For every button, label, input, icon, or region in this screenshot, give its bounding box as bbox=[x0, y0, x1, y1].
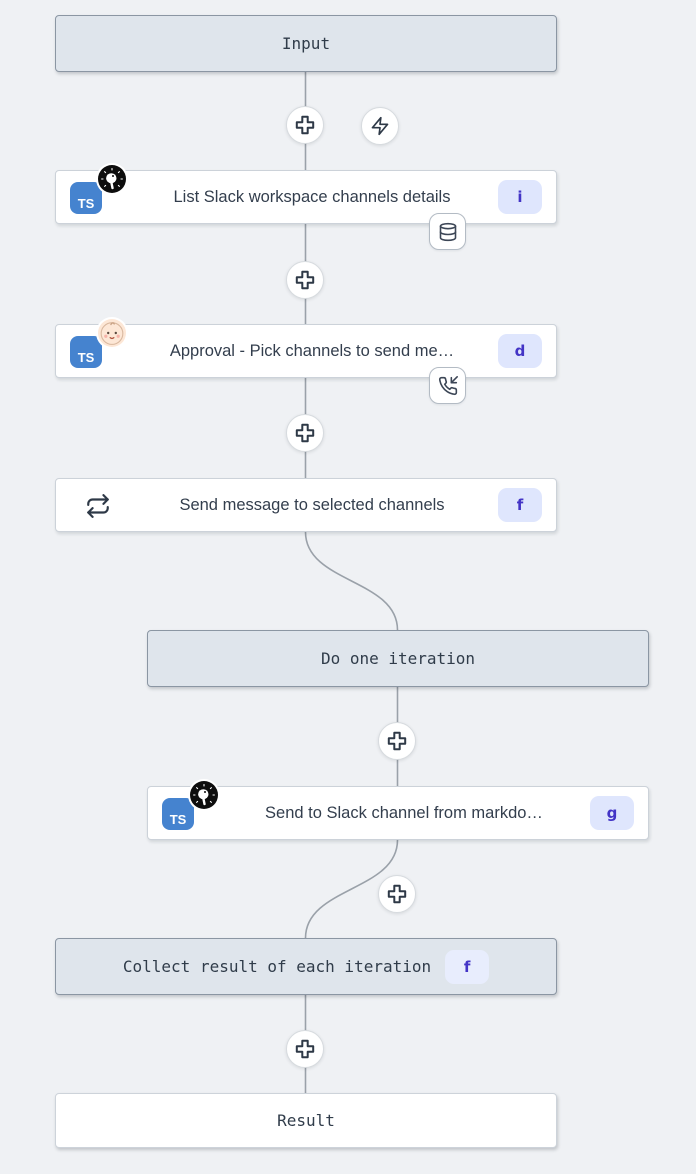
insert-step-button[interactable] bbox=[286, 1030, 324, 1068]
typescript-icon: TS bbox=[162, 798, 194, 830]
plus-icon bbox=[295, 1039, 315, 1059]
plus-icon bbox=[295, 423, 315, 443]
module-icon-cluster: TS bbox=[70, 165, 126, 223]
module-label: Approval - Pick channels to send me… bbox=[169, 341, 455, 360]
typescript-icon: TS bbox=[70, 336, 102, 368]
suspend-indicator bbox=[429, 367, 466, 404]
insert-step-button[interactable] bbox=[286, 414, 324, 452]
baby-face-icon bbox=[98, 319, 126, 347]
module-badge: g bbox=[590, 796, 634, 830]
typescript-icon-label: TS bbox=[169, 812, 187, 827]
database-icon bbox=[439, 222, 456, 241]
insert-step-button[interactable] bbox=[378, 875, 416, 913]
collect-node[interactable]: Collect result of each iteration f bbox=[55, 938, 557, 995]
module-label: Send to Slack channel from markdo… bbox=[265, 803, 543, 822]
module-badge: d bbox=[498, 334, 542, 368]
plus-icon bbox=[295, 115, 315, 135]
insert-step-button[interactable] bbox=[286, 261, 324, 299]
collect-node-label: Collect result of each iteration bbox=[122, 957, 432, 976]
input-node-label: Input bbox=[281, 34, 331, 53]
module-node-send-to-slack[interactable]: TS Send to Slack channel from mark bbox=[147, 781, 649, 840]
edge bbox=[304, 839, 399, 939]
typescript-icon: TS bbox=[70, 182, 102, 214]
deno-logo-icon bbox=[98, 165, 126, 193]
input-node[interactable]: Input bbox=[55, 15, 557, 72]
module-badge: f bbox=[445, 949, 490, 984]
insert-step-button[interactable] bbox=[286, 106, 324, 144]
result-node-label: Result bbox=[277, 1111, 335, 1130]
typescript-icon-label: TS bbox=[77, 350, 95, 365]
module-node-send-message-loop[interactable]: Send message to selected channels f bbox=[55, 478, 557, 532]
module-badge: i bbox=[498, 180, 542, 214]
plus-icon bbox=[387, 884, 407, 904]
module-badge: f bbox=[498, 488, 542, 522]
zap-icon bbox=[371, 116, 389, 136]
typescript-icon-label: TS bbox=[77, 196, 95, 211]
repeat-icon bbox=[84, 492, 112, 520]
insert-step-button[interactable] bbox=[378, 722, 416, 760]
module-label: List Slack workspace channels details bbox=[173, 187, 451, 206]
plus-icon bbox=[295, 270, 315, 290]
plus-icon bbox=[387, 731, 407, 751]
module-node-approval[interactable]: TS Approval - Pick channels to send me… … bbox=[55, 319, 557, 378]
add-trigger-button[interactable] bbox=[361, 107, 399, 145]
edge bbox=[304, 531, 399, 631]
phone-incoming-icon bbox=[438, 375, 458, 395]
deno-logo-icon bbox=[190, 781, 218, 809]
module-node-list-channels[interactable]: TS List Slack workspace channels d bbox=[55, 165, 557, 224]
iteration-node[interactable]: Do one iteration bbox=[147, 630, 649, 687]
module-icon-cluster: TS bbox=[70, 319, 126, 377]
result-node[interactable]: Result bbox=[55, 1093, 557, 1148]
module-label: Send message to selected channels bbox=[179, 495, 445, 514]
cache-indicator bbox=[429, 213, 466, 250]
iteration-node-label: Do one iteration bbox=[320, 649, 476, 668]
module-icon-cluster bbox=[70, 479, 126, 531]
module-icon-cluster: TS bbox=[162, 781, 218, 839]
